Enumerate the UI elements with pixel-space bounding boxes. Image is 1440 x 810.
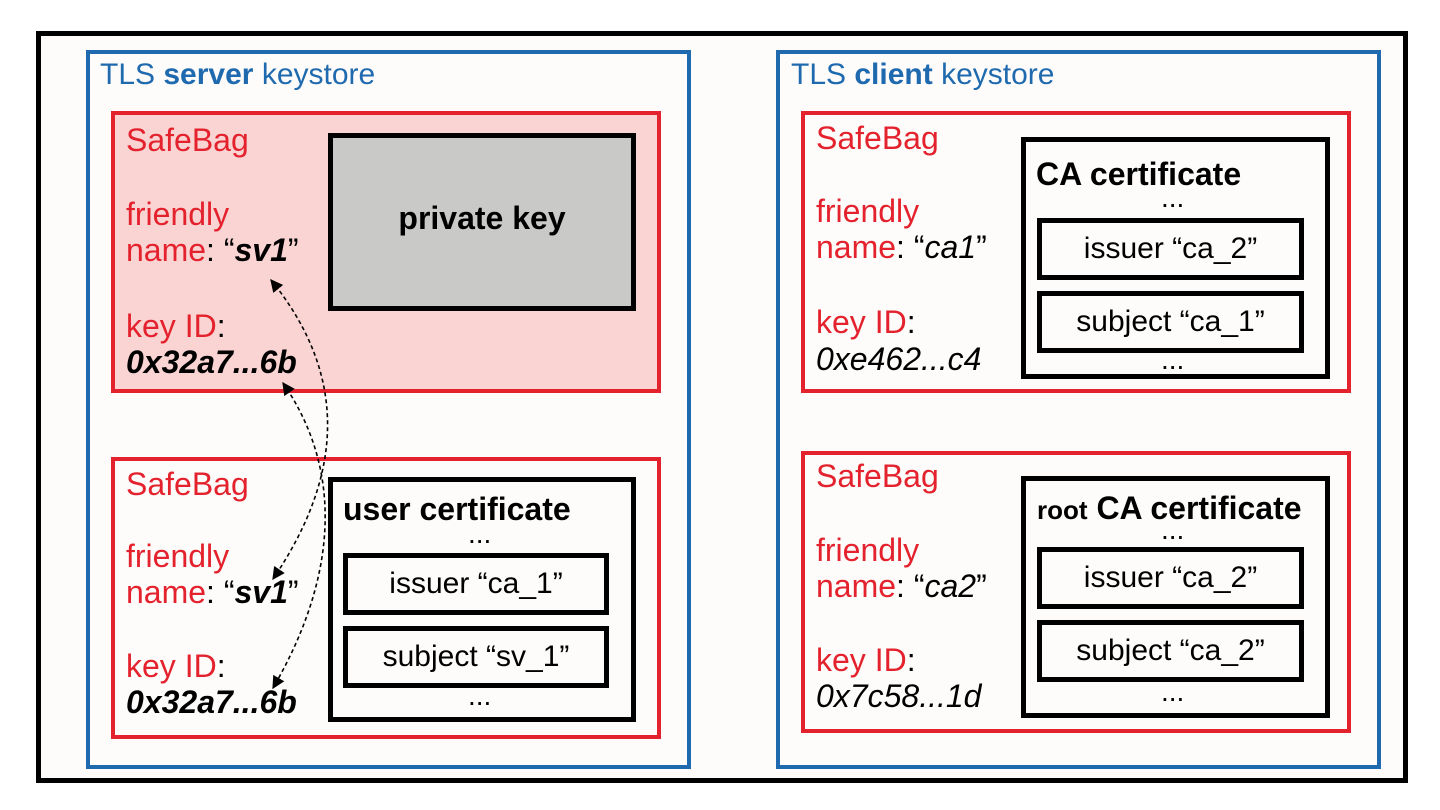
ellipsis: ... [1161,514,1185,545]
root-ca-certificate-title: root CA certificate [1037,490,1302,526]
key-id-link-arrow [272,381,326,690]
subject-field: subject “ca_1” [1037,291,1304,353]
ellipsis: ... [1161,344,1185,375]
friendly-name-value: ca2 [924,568,977,604]
friendly-name-value: ca1 [924,229,977,265]
key-id-label: key ID: [126,308,226,344]
safebag-label: SafeBag [816,458,939,494]
friendly-name-label: friendly name: “ca2” [816,532,987,604]
user-certificate-title: user certificate [343,491,571,527]
friendly-name-link-arrow [270,279,329,581]
key-id-value: 0x32a7...6b [126,344,297,380]
ca-certificate-title: CA certificate [1036,156,1242,192]
issuer-field: issuer “ca_2” [1037,218,1304,280]
key-id-value: 0x32a7...6b [126,684,297,720]
friendly-name-label: friendly name: “sv1” [126,196,299,268]
ellipsis: ... [468,518,492,549]
safebag-label: SafeBag [126,122,249,158]
key-id-label: key ID: [816,304,916,340]
server-keystore-title: TLS server keystore [100,58,376,91]
client-keystore-title: TLS client keystore [791,58,1055,91]
subject-field: subject “sv_1” [343,626,609,688]
private-key-box: private key [328,133,636,311]
ellipsis: ... [1161,182,1185,213]
private-key-title: private key [398,199,566,236]
key-id-value: 0xe462...c4 [816,341,982,377]
ellipsis: ... [468,680,492,711]
friendly-name-value: sv1 [234,232,288,268]
issuer-field: issuer “ca_2” [1037,547,1304,609]
subject-field: subject “ca_2” [1037,620,1304,682]
key-id-value: 0x7c58...1d [816,678,982,714]
safebag-label: SafeBag [126,466,249,502]
key-id-label: key ID: [126,648,226,684]
safebag-label: SafeBag [816,120,939,156]
ellipsis: ... [1161,676,1185,707]
issuer-field: issuer “ca_1” [343,553,609,615]
friendly-name-label: friendly name: “ca1” [816,193,987,265]
key-id-label: key ID: [816,642,916,678]
